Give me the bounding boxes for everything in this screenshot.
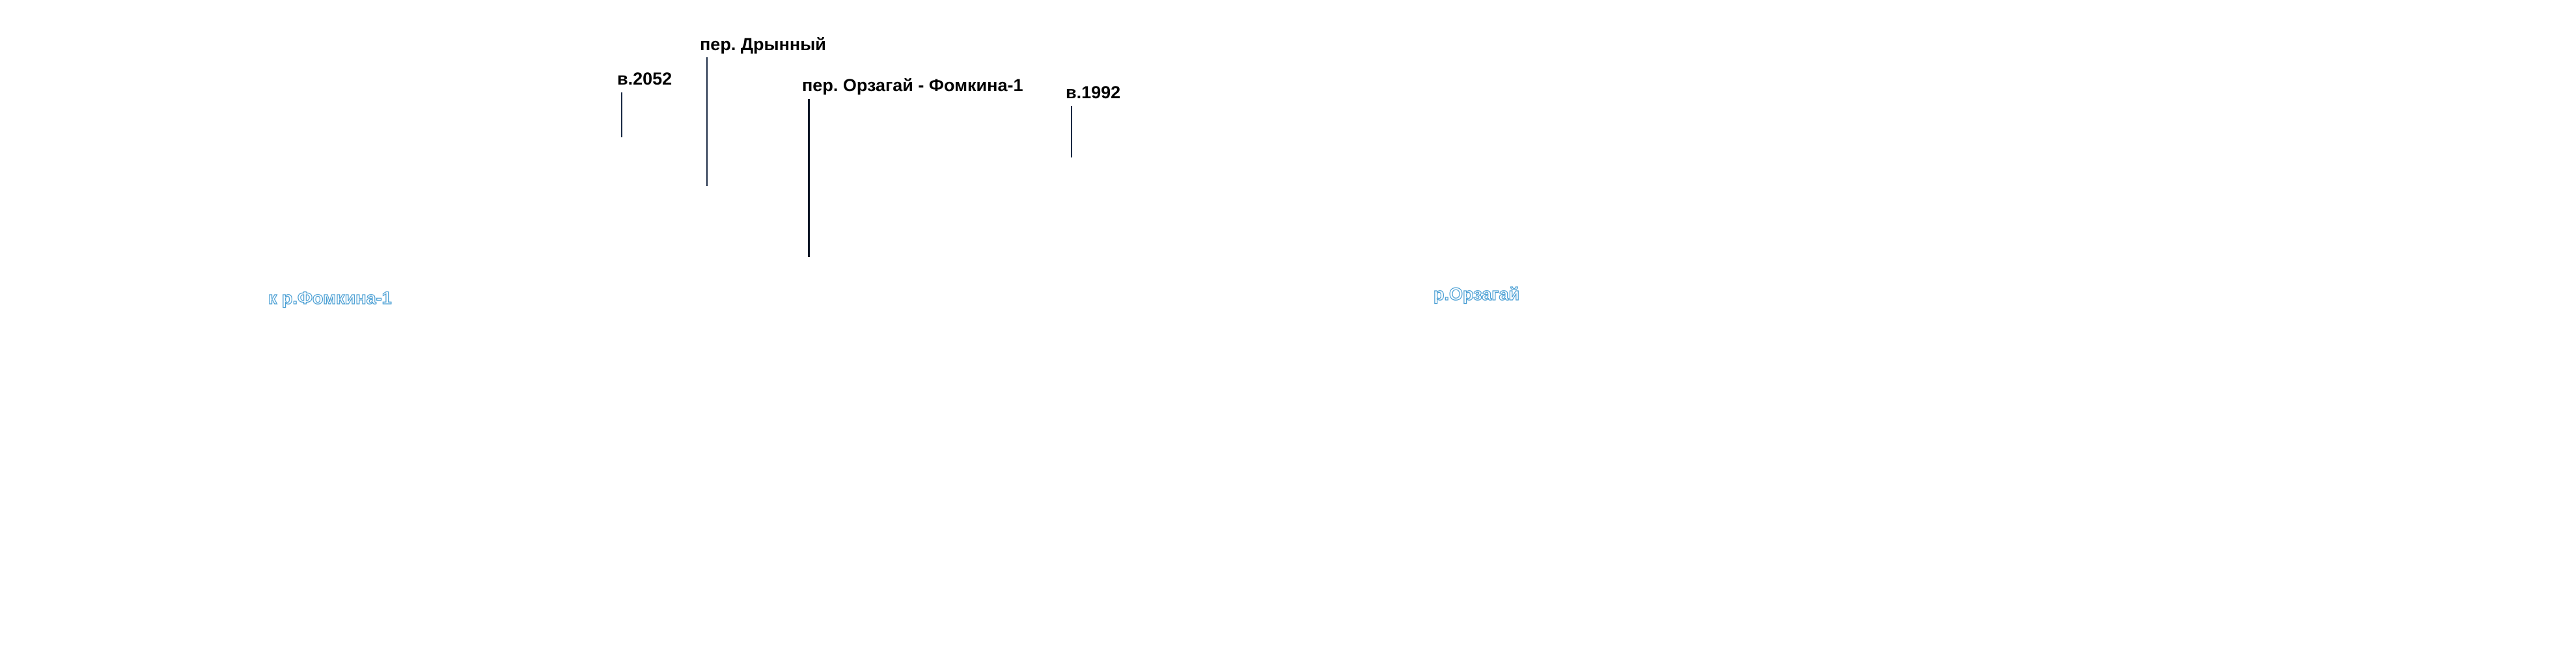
river-fomkina-label: к р.Фомкина-1 [268,288,392,308]
pass-orzagay-fomkina-label: пер. Орзагай - Фомкина-1 [802,75,1023,95]
pass-drynny-label: пер. Дрынный [700,34,826,54]
pass-orzagay-fomkina-leader-line [808,99,810,257]
river-orzagay-label: р.Орзагай [1433,284,1520,304]
peak-1992-leader-line [1071,106,1072,157]
pass-drynny-leader-line [706,57,708,186]
peak-2052-label: в.2052 [617,69,672,88]
peak-2052-leader-line [621,92,622,137]
peak-1992-label: в.1992 [1066,83,1121,102]
